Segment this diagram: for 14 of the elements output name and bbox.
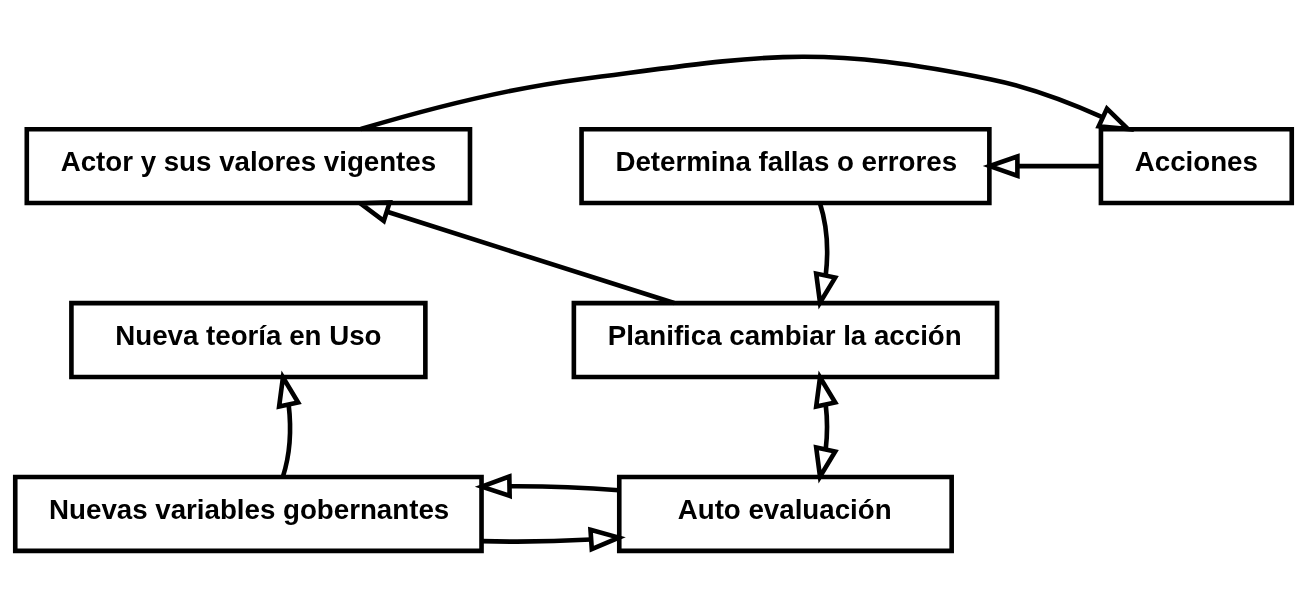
arrow <box>813 202 839 310</box>
node-box: Nuevas variables gobernantes <box>12 474 484 554</box>
node-box: Acciones <box>1098 126 1295 206</box>
arrow <box>481 526 626 553</box>
node-box: Actor y sus valores vigentes <box>24 126 473 206</box>
node-box: Planifica cambiar la acción <box>571 300 1000 380</box>
arrow <box>360 54 1135 133</box>
arrow <box>813 370 839 484</box>
node-box: Nueva teoría en Uso <box>69 300 428 380</box>
arrow <box>982 153 1101 180</box>
arrow <box>474 473 619 500</box>
arrow <box>276 370 302 478</box>
node-box: Determina fallas o errores <box>579 126 992 206</box>
node-box: Auto evaluación <box>616 474 954 554</box>
